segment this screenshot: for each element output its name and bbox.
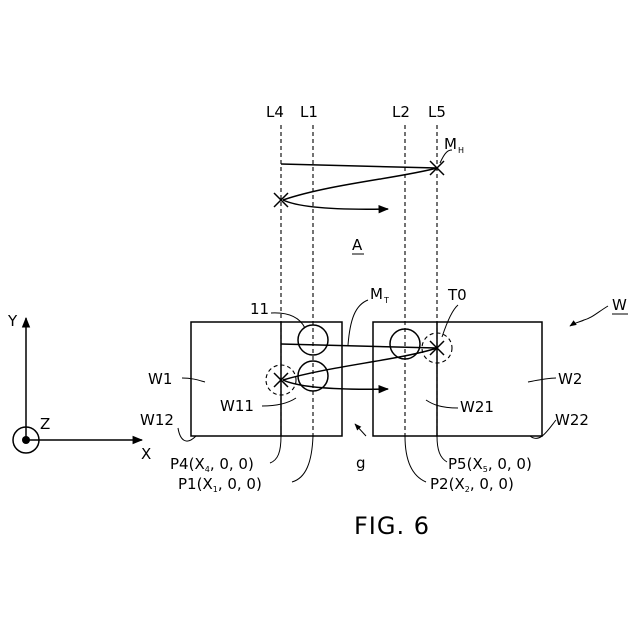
- mt-path-top: [281, 344, 437, 348]
- leader-MT: [348, 300, 368, 345]
- label-L2: L2: [392, 103, 410, 121]
- leader-11: [271, 313, 305, 328]
- label-W22: W22: [555, 411, 589, 429]
- label-T0: T0: [447, 286, 467, 304]
- label-W1: W1: [148, 370, 172, 388]
- label-MH-sub: H: [458, 146, 464, 155]
- mh-path-arrow: [283, 200, 388, 209]
- label-MT: M: [370, 285, 383, 303]
- leader-W12: [178, 428, 196, 441]
- label-W21: W21: [460, 398, 494, 416]
- label-MT-sub: T: [383, 296, 389, 305]
- label-X: X: [141, 445, 151, 463]
- label-MH: M: [444, 135, 457, 153]
- label-P4: P4(X4, 0, 0): [170, 455, 254, 474]
- label-L1: L1: [300, 103, 318, 121]
- label-W2: W2: [558, 370, 582, 388]
- leader-P4: [270, 436, 281, 463]
- z-axis-dot-icon: [22, 436, 30, 444]
- label-g: g: [356, 454, 366, 472]
- mh-path-top: [281, 164, 437, 168]
- label-A: A: [352, 236, 363, 254]
- leader-W11: [262, 398, 296, 406]
- mh-path-curve: [283, 168, 437, 200]
- label-Z: Z: [40, 415, 50, 433]
- label-L5: L5: [428, 103, 446, 121]
- leader-W21: [426, 400, 458, 408]
- leader-W1: [182, 378, 205, 382]
- label-P2: P2(X2, 0, 0): [430, 475, 514, 494]
- label-W11: W11: [220, 397, 254, 415]
- label-W: W: [612, 296, 627, 314]
- workpiece-W2: [373, 322, 542, 436]
- figure-caption: FIG. 6: [354, 512, 430, 540]
- label-Y: Y: [7, 312, 18, 330]
- leader-P5: [437, 436, 447, 462]
- leader-W: [570, 306, 608, 326]
- label-11: 11: [250, 300, 269, 318]
- leader-P2: [405, 436, 426, 482]
- workpiece-W1: [191, 322, 342, 436]
- gap-arrow: [355, 424, 366, 436]
- leader-P1: [292, 436, 313, 482]
- label-P1: P1(X1, 0, 0): [178, 475, 262, 494]
- leader-T0: [442, 305, 458, 337]
- label-P5: P5(X5, 0, 0): [448, 455, 532, 474]
- label-L4: L4: [266, 103, 284, 121]
- label-W12: W12: [140, 411, 174, 429]
